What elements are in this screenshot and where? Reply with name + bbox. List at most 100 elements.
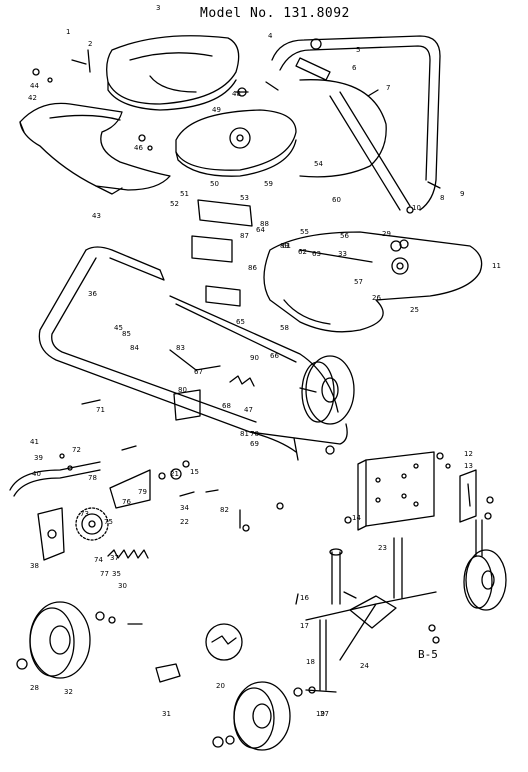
chassis-plate [263, 231, 483, 333]
hardware-bolts [32, 49, 494, 644]
callout-number: 59 [264, 180, 273, 188]
callout-number: 14 [352, 514, 361, 522]
callout-number: 86 [248, 264, 257, 272]
callout-number: 55 [300, 228, 309, 236]
callout-number: 48 [232, 90, 241, 98]
callout-number: 30 [118, 582, 127, 590]
callout-number: 58 [280, 324, 289, 332]
callout-number: 67 [194, 368, 203, 376]
callout-number: 9 [460, 190, 464, 198]
callout-number: 34 [180, 504, 189, 512]
callout-number: 61 [282, 242, 291, 250]
callout-number: 28 [30, 684, 39, 692]
callout-number: 74 [94, 556, 103, 564]
handle-bar [271, 35, 441, 211]
callout-number: 64 [256, 226, 265, 234]
callout-number: 38 [30, 562, 39, 570]
callout-number: 25 [410, 306, 419, 314]
model-number-title: Model No. 131.8092 [200, 6, 350, 21]
callout-number: 73 [80, 510, 89, 518]
callout-number: 31 [162, 710, 171, 718]
callout-number: 81 [240, 430, 249, 438]
callout-number: 23 [378, 544, 387, 552]
front-wheel-left [29, 601, 91, 679]
callout-number: 47 [244, 406, 253, 414]
callout-number: 11 [492, 262, 501, 270]
callout-number: 26 [372, 294, 381, 302]
callout-number: 90 [250, 354, 259, 362]
callout-number: 17 [300, 622, 309, 630]
transmission-box [357, 451, 435, 531]
callout-number: 71 [96, 406, 105, 414]
callout-number: 42 [28, 94, 37, 102]
callout-number: 76 [122, 498, 131, 506]
callout-number: 88 [260, 220, 269, 228]
callout-number: 75 [104, 518, 113, 526]
sprocket-gear [75, 507, 109, 541]
left-bracket [9, 461, 101, 561]
callout-number: 87 [240, 232, 249, 240]
callout-number: 84 [130, 344, 139, 352]
rear-fender [299, 79, 387, 178]
callout-number: 52 [170, 200, 179, 208]
callout-number: 50 [210, 180, 219, 188]
callout-number: 83 [176, 344, 185, 352]
callout-number: 15 [190, 468, 199, 476]
callout-number: 45 [114, 324, 123, 332]
front-axle [305, 537, 437, 693]
callout-number: 36 [88, 290, 97, 298]
callout-number: 6 [352, 64, 357, 72]
callout-number: 60 [332, 196, 341, 204]
callout-number: 39 [34, 454, 43, 462]
callout-number: 51 [180, 190, 189, 198]
callout-number: 72 [72, 446, 81, 454]
callout-number: 53 [240, 194, 249, 202]
callout-number: 82 [220, 506, 229, 514]
callout-number: 8 [440, 194, 444, 202]
callout-number: 5 [356, 46, 360, 54]
callout-number: 77 [100, 570, 109, 578]
callout-number: 12 [464, 450, 473, 458]
callout-number: 65 [236, 318, 245, 326]
callout-number: 56 [340, 232, 349, 240]
callout-number: 1 [66, 28, 70, 36]
callout-number: 27 [320, 710, 329, 718]
spring [107, 549, 149, 559]
callout-number: 49 [212, 106, 221, 114]
callout-number: 37 [110, 554, 119, 562]
callout-number: 2 [88, 40, 92, 48]
callout-number: 41 [30, 438, 39, 446]
front-wheel-right [233, 681, 291, 751]
tubular-frame [38, 246, 348, 453]
callout-number: 24 [360, 662, 369, 670]
callout-number: 46 [134, 144, 143, 152]
callout-number: 32 [64, 688, 73, 696]
callout-number: 43 [92, 212, 101, 220]
callout-number: 89 [280, 242, 289, 250]
callout-number: 62 [298, 248, 307, 256]
callout-number: 21 [170, 470, 179, 478]
callout-number: 57 [354, 278, 363, 286]
seat-cushion [106, 35, 240, 111]
callout-number: 68 [222, 402, 231, 410]
callout-number: 10 [412, 204, 421, 212]
callout-number: 85 [122, 330, 131, 338]
callout-number: 3 [156, 4, 160, 12]
callout-number: 7 [386, 84, 390, 92]
callout-number: 33 [338, 250, 347, 258]
callout-number: 66 [270, 352, 279, 360]
callout-number: 63 [312, 250, 321, 258]
callout-number: 54 [314, 160, 323, 168]
callout-number: 29 [382, 230, 391, 238]
callout-number: 20 [216, 682, 225, 690]
callout-number: 44 [30, 82, 39, 90]
seat-brackets [191, 199, 253, 307]
callout-number: 70 [250, 430, 259, 438]
page-code: B-5 [418, 648, 438, 661]
callout-number: 35 [112, 570, 121, 578]
hub-parts [16, 623, 316, 748]
callout-number: 80 [178, 386, 187, 394]
callout-number: 40 [32, 470, 41, 478]
